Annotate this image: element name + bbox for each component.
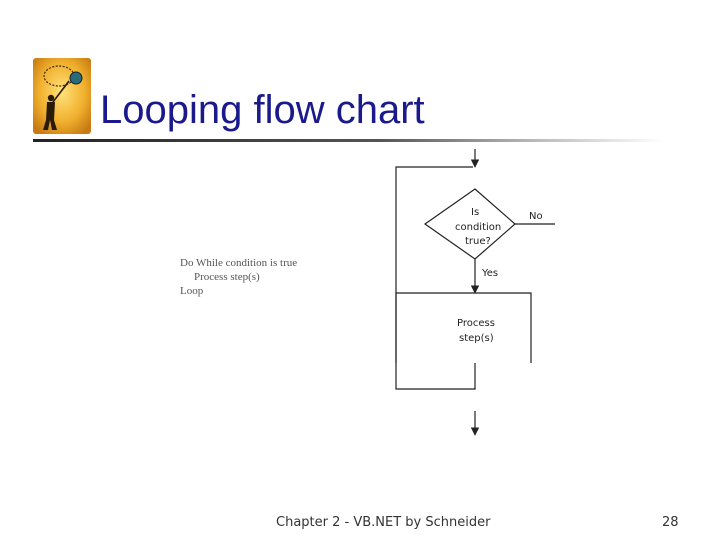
decision-text-line-2: condition: [455, 222, 501, 233]
slide-title: Looping flow chart: [100, 88, 425, 132]
process-text-line-2: step(s): [459, 333, 494, 344]
loop-back-line: [395, 166, 476, 390]
code-line-do-while: Do While condition is true: [180, 257, 298, 269]
yes-label: Yes: [481, 268, 498, 279]
decision-text-line-3: true?: [465, 236, 491, 247]
no-label: No: [529, 211, 543, 222]
code-line-process: Process step(s): [194, 271, 260, 283]
process-box: [395, 292, 532, 363]
looping-flowchart: Is condition true? No Yes Process step(s…: [395, 149, 555, 436]
title-underline: [33, 139, 663, 142]
process-text-line-1: Process: [457, 318, 495, 329]
page-number: 28: [662, 515, 679, 530]
code-line-loop: Loop: [180, 285, 204, 297]
person-with-net-icon: [33, 58, 91, 134]
decision-text-line-1: Is: [471, 207, 479, 218]
footer-chapter-text: Chapter 2 - VB.NET by Schneider: [276, 515, 491, 530]
pseudocode-block: Do While condition is true Process step(…: [180, 256, 297, 298]
